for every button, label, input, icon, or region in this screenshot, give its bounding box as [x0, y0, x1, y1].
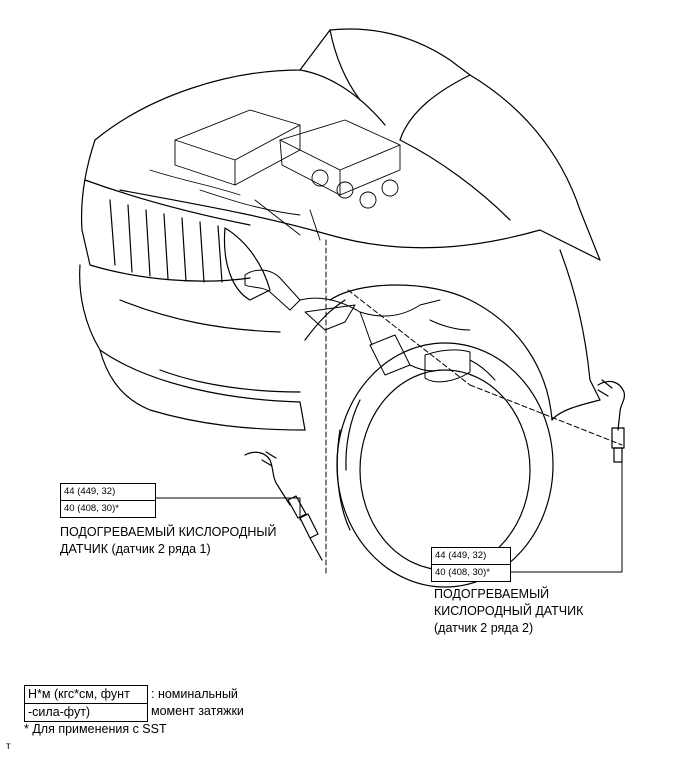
legend-unit-line-2: -сила-фут): [25, 703, 147, 721]
sensor2-torque-value: 44 (449, 32): [435, 550, 487, 561]
leader-lines: [325, 239, 623, 576]
legend-unit-line-1: Н*м (кгс*см, фунт: [28, 687, 130, 701]
sensor1-torque-sst-value: 40 (408, 30)*: [61, 500, 155, 517]
vehicle-body: [79, 28, 601, 431]
legend-unit-box: Н*м (кгс*см, фунт -сила-фут): [24, 685, 148, 722]
engine-bay: [149, 109, 401, 241]
legend-description: : номинальный момент затяжки: [151, 687, 244, 718]
sensor1-torque-value: 44 (449, 32): [64, 486, 116, 497]
sensor1-label: ПОДОГРЕВАЕМЫЙ КИСЛОРОДНЫЙ ДАТЧИК (датчик…: [60, 525, 277, 556]
sensor1-torque-box: 44 (449, 32) 40 (408, 30)*: [60, 483, 156, 518]
sst-footnote: * Для применения с SST: [24, 722, 167, 736]
sensor2-torque-sst-value: 40 (408, 30)*: [432, 564, 510, 581]
sensor2-torque-box: 44 (449, 32) 40 (408, 30)*: [431, 547, 511, 582]
exhaust-system: [244, 269, 496, 383]
sensor2-label: ПОДОГРЕВАЕМЫЙ КИСЛОРОДНЫЙ ДАТЧИК (датчик…: [434, 587, 584, 635]
oxygen-sensor-2-drawing: [597, 379, 626, 463]
corner-mark: т: [6, 741, 11, 752]
callout-connectors: [155, 461, 623, 573]
oxygen-sensor-1-drawing: [244, 451, 323, 561]
